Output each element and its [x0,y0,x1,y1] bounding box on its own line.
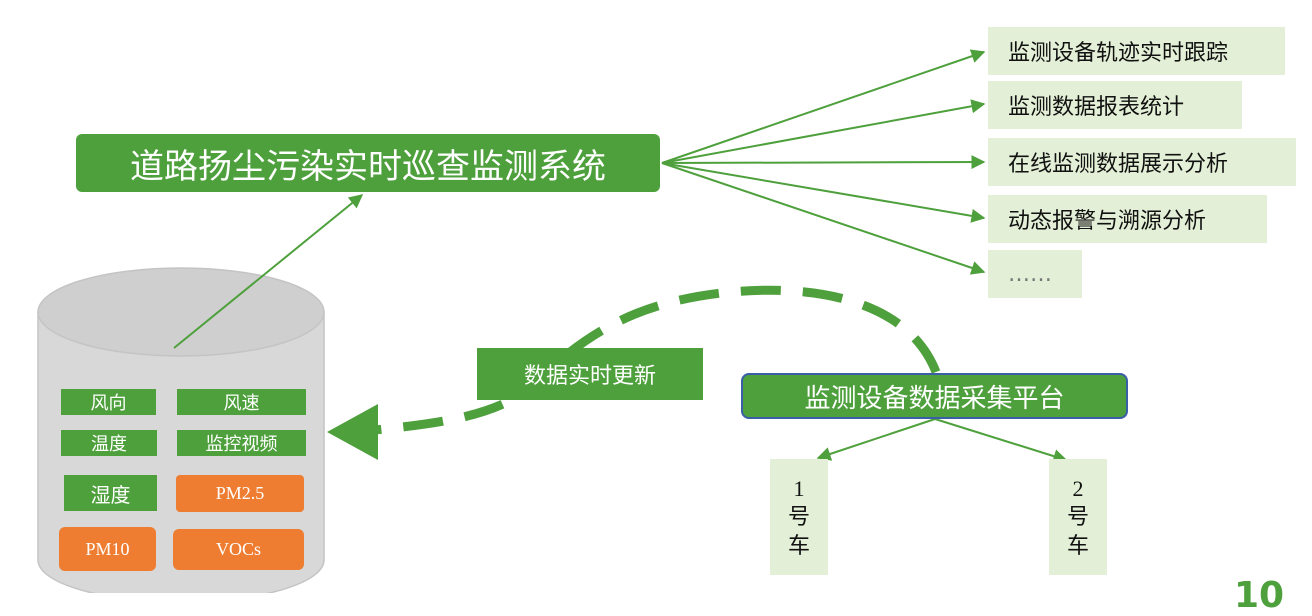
sensor-wind-direction: 风向 [61,389,156,415]
car-1: 1 号 车 [770,459,828,575]
car-1-char-che: 车 [787,533,810,559]
sensor-video-monitor: 监控视频 [177,430,306,456]
car-2-number: 2 [1072,475,1084,501]
car-2-char-che: 车 [1066,533,1089,559]
car-arrows [816,418,1068,463]
page-number: 10 [1234,575,1285,616]
data-collection-platform: 监测设备数据采集平台 [741,373,1128,419]
realtime-update-label: 数据实时更新 [477,348,703,400]
car-1-char-hao: 号 [787,504,810,530]
sensor-wind-speed: 风速 [177,389,306,415]
car-1-number: 1 [793,475,805,501]
arrow-db-to-system [173,194,364,349]
sensor-temperature: 温度 [61,430,157,456]
sensor-pm25: PM2.5 [176,475,304,512]
car-2-char-hao: 号 [1066,504,1089,530]
car-2: 2 号 车 [1049,459,1107,575]
feature-trajectory-tracking: 监测设备轨迹实时跟踪 [988,27,1285,75]
sensor-vocs: VOCs [173,529,304,570]
feature-more: …… [988,250,1082,298]
feature-arrows [661,49,986,275]
system-title: 道路扬尘污染实时巡查监测系统 [76,134,660,192]
dashed-arc-arrowhead [327,404,378,460]
feature-online-analysis: 在线监测数据展示分析 [988,138,1296,186]
feature-alarm-tracing: 动态报警与溯源分析 [988,195,1267,243]
sensor-pm10: PM10 [59,527,156,571]
feature-report-statistics: 监测数据报表统计 [988,81,1242,129]
sensor-humidity: 湿度 [64,475,157,511]
